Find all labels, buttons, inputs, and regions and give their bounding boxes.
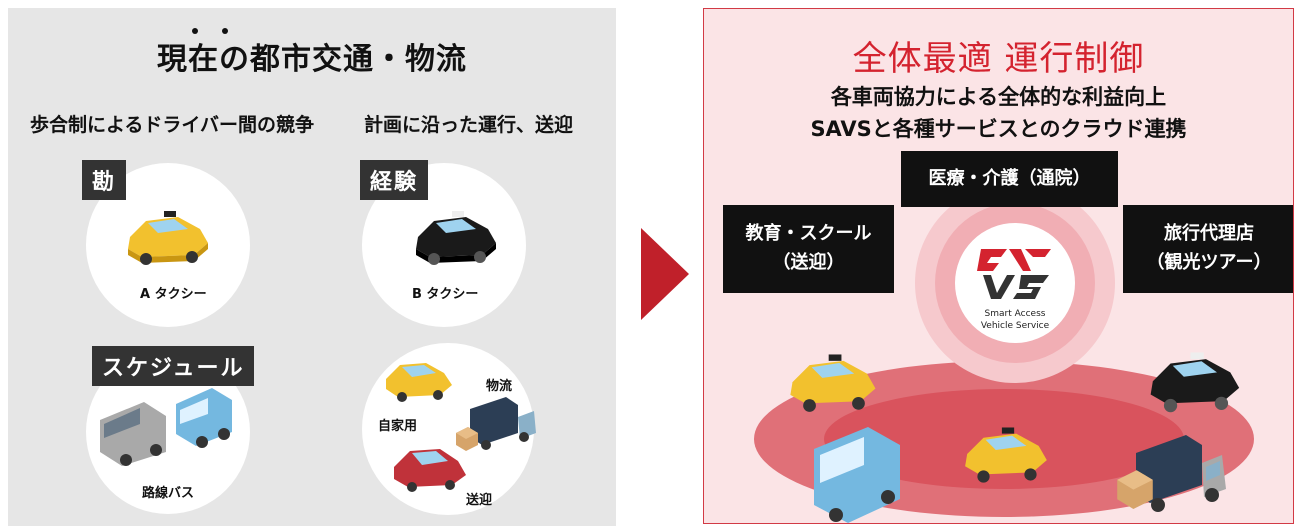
b-taxi-icon	[416, 211, 496, 265]
black-taxi-right-icon	[1150, 352, 1240, 413]
a-taxi-icon	[128, 211, 208, 265]
truck-icon	[470, 397, 536, 450]
travel-agency-label: 旅行代理店	[1164, 223, 1254, 245]
yellow-taxi-left-icon	[790, 354, 876, 412]
cloud-integration-subtitle: SAVSと各種サービスとのクラウド連携	[810, 117, 1187, 141]
savs-logo: Smart Access Vehicle Service	[955, 223, 1075, 343]
current-transport-panel: 現在の都市交通・物流 歩合制によるドライバー間の競争 計画に沿った運行、送迎 A…	[8, 8, 616, 526]
cooperation-subtitle: 各車両協力による全体的な利益向上	[830, 85, 1167, 109]
competition-heading: 歩合制によるドライバー間の競争	[30, 114, 315, 136]
savs-logo-mark-icon	[977, 249, 1051, 299]
b-taxi-caption: B タクシー	[412, 287, 479, 302]
logo-text-line-2: Vehicle Service	[980, 321, 1050, 331]
route-bus-caption: 路線バス	[142, 486, 195, 501]
intuition-tag: 勘	[82, 160, 127, 200]
bus-icon	[100, 388, 232, 466]
package-box-icon	[456, 427, 478, 451]
transition-arrow-icon	[641, 228, 689, 320]
logistics-label: 物流	[486, 379, 513, 394]
current-transport-title: 現在の都市交通・物流	[157, 42, 467, 77]
cargo-box-icon	[1117, 470, 1153, 509]
pickup-label: 送迎	[466, 493, 493, 508]
travel-agency-box: 旅行代理店 （観光ツアー）	[1123, 205, 1293, 293]
logo-text-line-1: Smart Access	[984, 309, 1046, 319]
yellow-taxi-center-icon	[965, 427, 1047, 483]
logistics-circle: 物流 自家用 送迎	[362, 343, 536, 515]
education-school-box: 教育・スクール （送迎）	[723, 205, 894, 293]
optimized-control-title: 全体最適 運行制御	[852, 39, 1145, 79]
medical-care-box: 医療・介護（通院）	[901, 151, 1118, 207]
travel-agency-sublabel: （観光ツアー）	[1146, 252, 1272, 273]
education-sublabel: （送迎）	[772, 252, 845, 273]
blue-bus-icon	[814, 427, 900, 523]
education-label: 教育・スクール	[745, 223, 872, 245]
optimized-control-panel: 全体最適 運行制御 各車両協力による全体的な利益向上 SAVSと各種サービスとの…	[703, 8, 1294, 524]
medical-care-label: 医療・介護（通院）	[928, 167, 1091, 189]
planned-operation-heading: 計画に沿った運行、送迎	[364, 114, 574, 136]
red-car-icon	[394, 449, 466, 492]
a-taxi-caption: A タクシー	[140, 287, 207, 302]
private-car-icon	[386, 363, 452, 402]
schedule-tag: スケジュール	[92, 346, 255, 386]
experience-tag: 経験	[360, 160, 429, 200]
emphasis-dots	[188, 28, 248, 38]
private-car-label: 自家用	[378, 419, 418, 434]
